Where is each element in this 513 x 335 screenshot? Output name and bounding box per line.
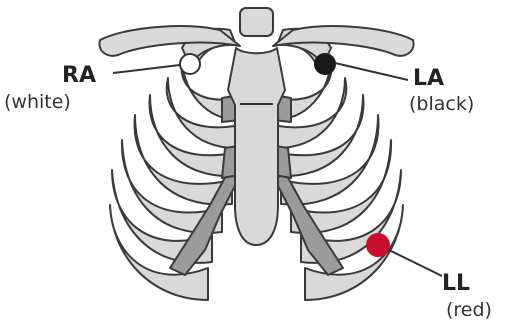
clavicle-right <box>99 26 240 56</box>
clavicle-left <box>273 26 414 56</box>
ra-leader-line <box>113 65 180 73</box>
ra-label-code: RA <box>62 63 96 88</box>
ll-leader-line <box>389 250 442 276</box>
ra-label-color: (white) <box>4 91 71 113</box>
ll-electrode <box>367 234 389 256</box>
vertebra <box>240 8 273 36</box>
ll-label-code: LL <box>442 271 470 296</box>
sternum <box>228 48 285 245</box>
la-label-color: (black) <box>409 93 474 115</box>
la-label-code: LA <box>413 66 444 91</box>
la-electrode <box>315 54 335 74</box>
ll-label-color: (red) <box>446 299 492 321</box>
ra-electrode <box>180 54 200 74</box>
rib-cage <box>99 8 413 300</box>
la-leader-line <box>335 63 408 80</box>
